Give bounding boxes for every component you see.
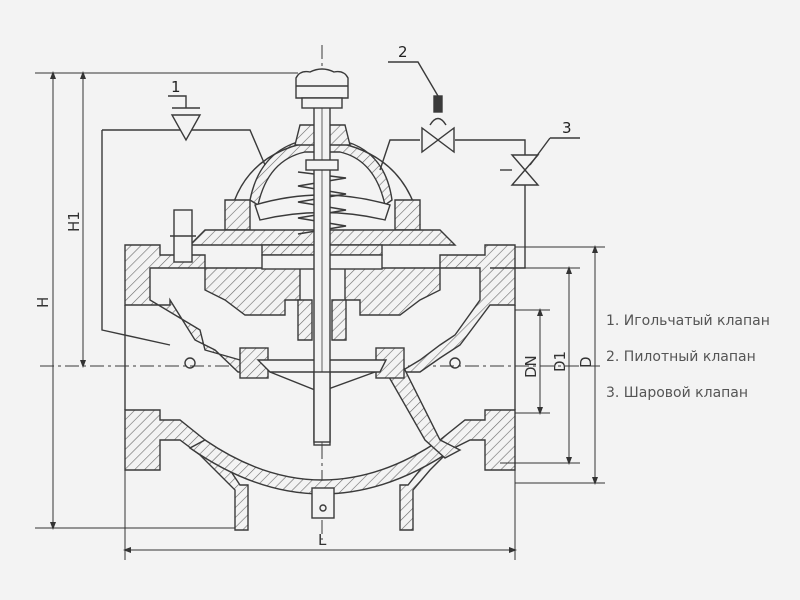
top-cap-base <box>301 97 343 109</box>
seat-partition-right <box>344 267 441 316</box>
dim-label-DN: DN <box>522 355 540 378</box>
dim-label-D1: D1 <box>551 351 569 372</box>
legend-item-needle-valve: 1. Игольчатый клапан <box>606 313 770 329</box>
stem-guide <box>297 299 347 341</box>
leader-3 <box>529 137 580 166</box>
valve-body-left-wall <box>124 244 263 373</box>
lower-body-outline <box>124 305 516 410</box>
inlet-flange-right <box>399 409 516 531</box>
bonnet-cover <box>249 139 393 207</box>
pilot-tube-upper <box>379 139 420 171</box>
drain-plug-hole <box>319 504 327 512</box>
pilot-tube-right <box>455 139 526 155</box>
dim-label-D: D <box>577 356 595 368</box>
drain-plug <box>311 487 335 519</box>
callout-1: 1 <box>171 78 181 96</box>
needle-valve-symbol <box>170 100 202 142</box>
seat-partition <box>204 267 301 316</box>
stem-nut-upper <box>305 159 339 171</box>
diagonal-web <box>384 359 462 459</box>
bolt-hole-left <box>184 357 196 369</box>
pilot-valve-symbol <box>421 95 455 154</box>
leader-2 <box>388 61 439 97</box>
stem-lower-rod <box>313 371 331 443</box>
legend-item-ball-valve: 3. Шаровой клапан <box>606 385 749 401</box>
body-outline-left-upper <box>102 129 266 166</box>
callout-3: 3 <box>562 119 572 137</box>
legend: 1. Игольчатый клапан 2. Пилотный клапан … <box>606 310 796 418</box>
dim-label-H: H <box>34 297 52 308</box>
top-cap <box>295 68 349 99</box>
leader-1 <box>168 95 187 100</box>
bolt-hole-right <box>449 357 461 369</box>
dim-label-H1: H1 <box>65 211 83 232</box>
body-outline-left <box>101 130 171 346</box>
inlet-flange-left <box>124 409 249 531</box>
ball-valve-symbol <box>500 154 540 186</box>
valve-body-right-wall <box>397 244 516 373</box>
legend-item-pilot-valve: 2. Пилотный клапан <box>606 349 756 365</box>
dim-label-L: L <box>318 531 327 549</box>
callout-2: 2 <box>398 43 408 61</box>
